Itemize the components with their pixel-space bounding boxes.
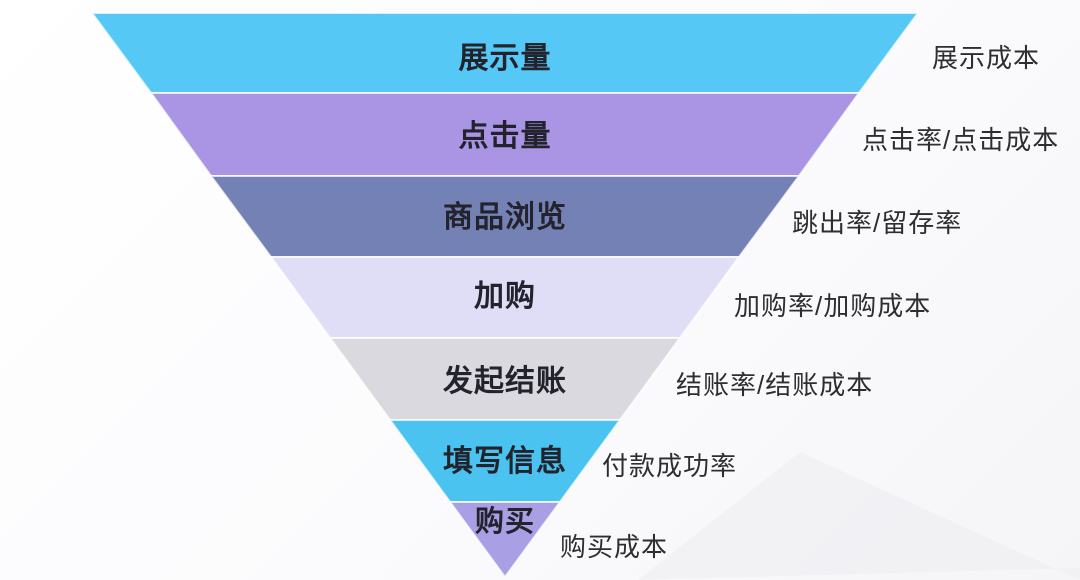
- funnel-metric-checkout-rate-cost: 结账率/结账成本: [676, 370, 873, 400]
- funnel-stage-label-initiate-checkout: 发起结账: [442, 365, 567, 398]
- funnel-stage-label-purchase: 购买: [475, 504, 535, 538]
- funnel-stage-label-add-to-cart: 加购: [474, 280, 536, 313]
- funnel-stage-label-fill-info: 填写信息: [443, 444, 567, 478]
- funnel-stage-label-impressions: 展示量: [459, 42, 552, 75]
- funnel-segment-purchase: [449, 501, 561, 578]
- funnel-metric-bounce-retention-rate: 跳出率/留存率: [792, 208, 962, 238]
- funnel-stage-label-clicks: 点击量: [459, 120, 552, 153]
- background-watermark-triangle: [638, 452, 1080, 580]
- funnel-metric-payment-success-rate: 付款成功率: [602, 451, 737, 481]
- funnel-metric-click-rate-cost: 点击率/点击成本: [862, 125, 1059, 155]
- funnel-stage-label-product-views: 商品浏览: [443, 201, 567, 234]
- funnel-metric-impression-cost: 展示成本: [932, 43, 1040, 73]
- funnel-metric-add-to-cart-rate-cost: 加购率/加购成本: [734, 291, 931, 321]
- funnel-metric-purchase-cost: 购买成本: [560, 532, 668, 562]
